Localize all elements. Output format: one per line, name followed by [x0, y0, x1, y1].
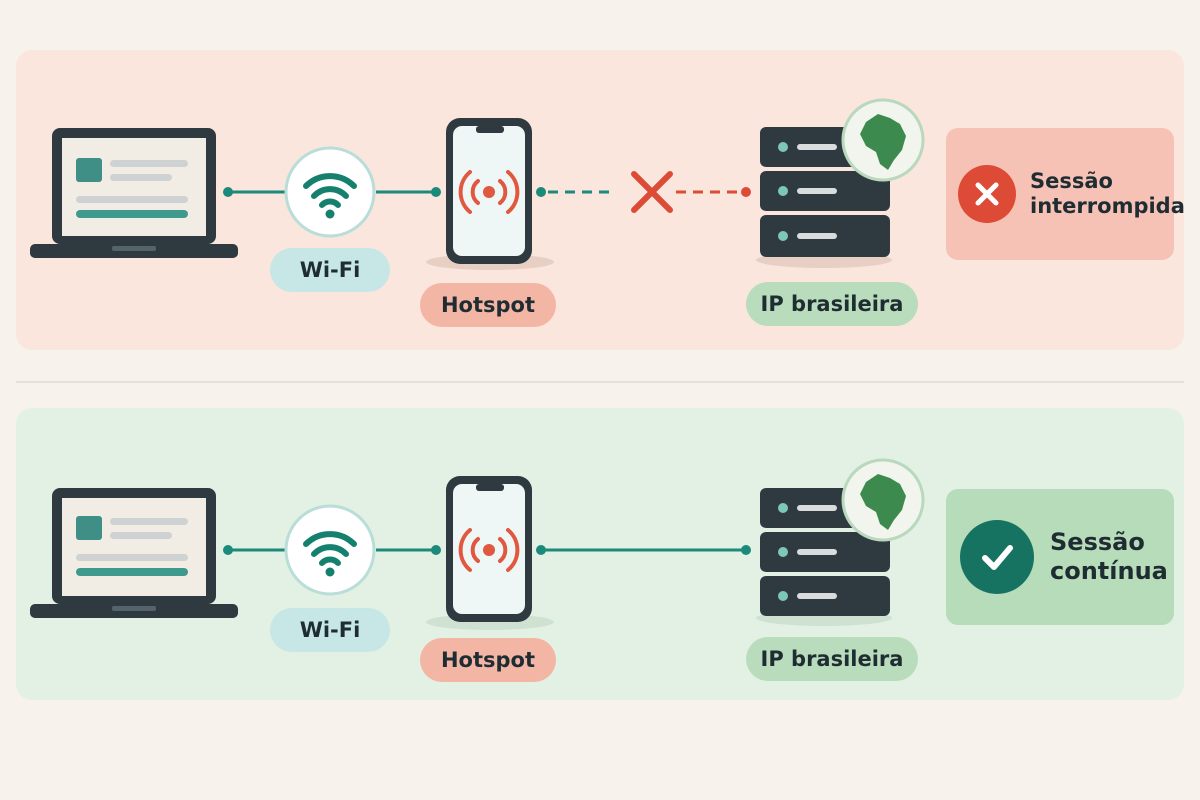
server-label: IP brasileira: [746, 282, 918, 326]
broken-x-icon: [631, 171, 673, 213]
continuous-link: [536, 545, 751, 555]
hotspot-label: Hotspot: [420, 638, 556, 682]
status-line-2: interrompida: [1030, 194, 1185, 218]
panel-divider: [16, 381, 1184, 383]
status-line-2: contínua: [1050, 557, 1168, 585]
hotspot-phone-icon: [426, 476, 554, 630]
continuous-connection-diagram: [30, 458, 925, 630]
wifi-icon: [284, 146, 376, 238]
laptop-icon: [30, 488, 238, 618]
status-line-1: Sessão: [1030, 168, 1113, 193]
wifi-label: Wi-Fi: [270, 608, 390, 652]
laptop-wifi-link: [223, 187, 285, 197]
brazil-map-icon: [841, 458, 925, 542]
status-badge-continuous: Sessão contínua: [946, 489, 1174, 625]
check-icon: [960, 520, 1034, 594]
brazil-map-icon: [841, 98, 925, 182]
wifi-hotspot-link: [376, 187, 441, 197]
broken-link: [536, 187, 751, 197]
hotspot-phone-icon: [426, 118, 554, 270]
laptop-wifi-link: [223, 545, 285, 555]
wifi-label: Wi-Fi: [270, 248, 390, 292]
wifi-hotspot-link: [376, 545, 441, 555]
x-icon: [958, 165, 1016, 223]
hotspot-label: Hotspot: [420, 283, 556, 327]
status-line-1: Sessão: [1050, 528, 1145, 557]
laptop-icon: [30, 128, 238, 258]
status-badge-interrupted: Sessão interrompida: [946, 128, 1185, 260]
server-label: IP brasileira: [746, 637, 918, 681]
wifi-icon: [284, 504, 376, 596]
interrupted-connection-diagram: [30, 98, 925, 270]
brazil-server-icon: [756, 488, 892, 626]
